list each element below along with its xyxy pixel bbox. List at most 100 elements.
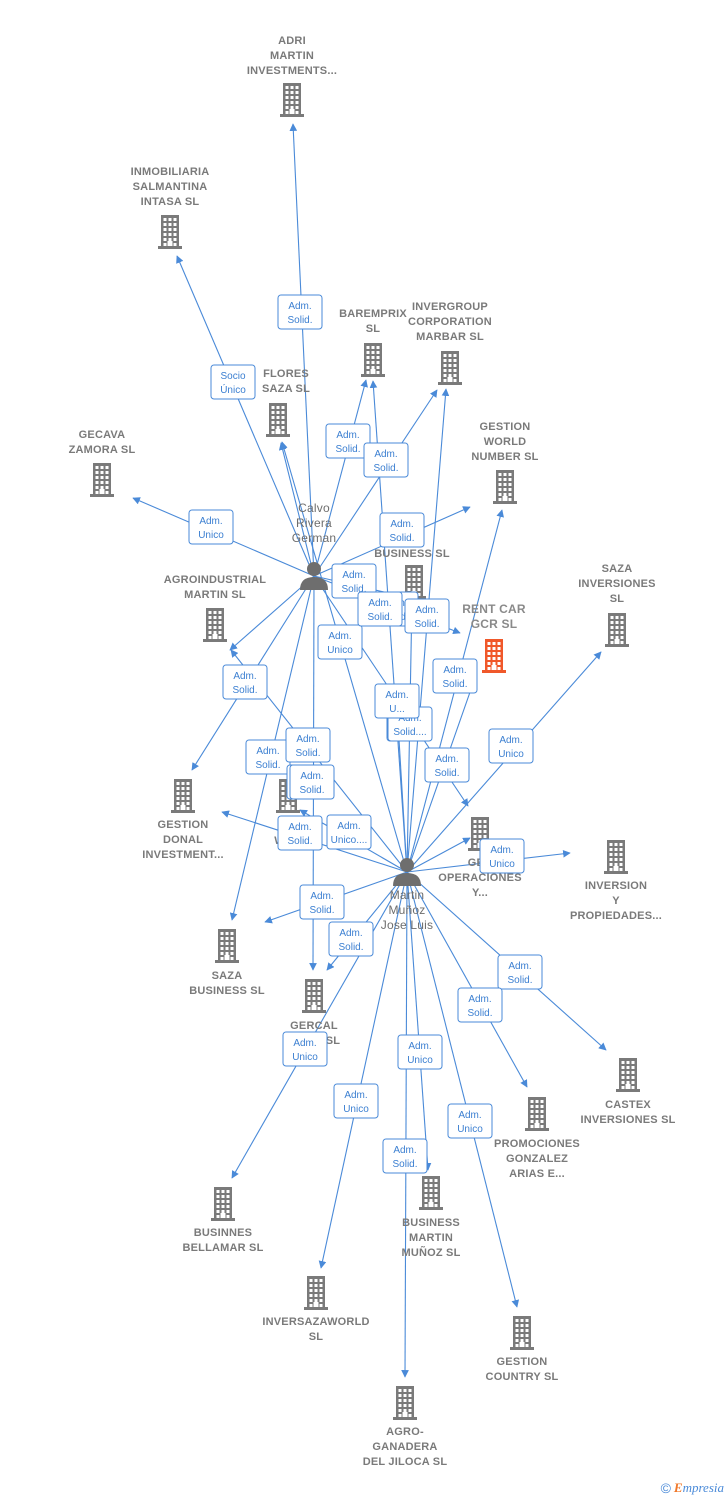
edge-label[interactable]: Adm.Solid. — [379, 512, 425, 548]
edge-label[interactable]: Adm.Solid. — [299, 884, 345, 920]
building-icon — [171, 779, 195, 813]
company-node-saza_business[interactable]: SAZA BUSINESS SL — [189, 929, 265, 997]
edge-label-text: Adm. — [336, 430, 359, 441]
edge-label-text: Adm. — [256, 746, 279, 757]
company-node-business_hidden[interactable]: BUSINESS SL — [374, 548, 450, 599]
edge-label[interactable]: Adm.Solid. — [357, 591, 403, 627]
edge-label[interactable]: Adm.Solid. — [331, 563, 377, 599]
edge-label-text: Solid. — [335, 444, 360, 455]
edge-label[interactable]: Adm.Unico — [317, 624, 363, 660]
edge-label-text: Solid. — [295, 748, 320, 759]
company-node-adri[interactable]: ADRIMARTININVESTMENTS... — [247, 35, 337, 117]
company-name: BUSINESS SL — [189, 985, 265, 997]
edge-label-text: Solid. — [232, 685, 257, 696]
edge-line — [406, 837, 471, 873]
edge-label-text: Adm. — [468, 994, 491, 1005]
edge-label[interactable]: Adm.Unico — [188, 509, 234, 545]
edge-label[interactable]: Adm. Solid. — [245, 739, 291, 775]
edge-martin-ged_operaciones — [406, 837, 471, 873]
company-name: INVERSION — [585, 880, 647, 892]
company-name: PROMOCIONES — [494, 1138, 580, 1150]
edge-line — [278, 442, 315, 577]
edge-label[interactable]: Adm.Solid. — [424, 747, 470, 783]
footer-brand[interactable]: © Empresia — [661, 1480, 724, 1496]
edge-label[interactable]: Adm.Unico — [397, 1034, 443, 1070]
edge-label[interactable]: Adm.Solid. — [382, 1138, 428, 1174]
edge-label[interactable]: Adm.Solid. — [222, 664, 268, 700]
person-name: Rivera — [296, 516, 332, 530]
edge-label[interactable]: Adm.Unico.... — [326, 814, 372, 850]
edge-line — [406, 871, 432, 1171]
edge-label-box — [277, 815, 323, 851]
edge-label-box — [188, 509, 234, 545]
edge-label[interactable]: Adm.Unico — [333, 1083, 379, 1119]
company-node-gestion_donal[interactable]: GESTIONDONALINVESTMENT... — [142, 779, 224, 861]
edge-label[interactable]: Adm.Unico — [479, 838, 525, 874]
edge-label[interactable]: Adm.Solid. — [497, 954, 543, 990]
edge-label[interactable]: Adm.Solid. — [289, 764, 335, 800]
company-name: SAZA — [212, 970, 243, 982]
edge-calvo-invergroup — [313, 389, 438, 577]
edge-label-text: Unico — [198, 530, 224, 541]
company-name: INMOBILIARIA — [131, 166, 210, 178]
building-icon — [510, 1316, 534, 1350]
edge-label[interactable]: Adm.Solid. — [363, 442, 409, 478]
edge-label-text: Solid. — [255, 760, 280, 771]
building-icon — [158, 215, 182, 249]
edge-label-text: Adm. — [458, 1110, 481, 1121]
company-node-inversion_prop[interactable]: INVERSIONYPROPIEDADES... — [570, 840, 662, 922]
company-name: GESTION — [480, 421, 531, 433]
company-name: BUSINNES — [194, 1227, 252, 1239]
person-name: Muñoz — [388, 903, 425, 917]
edge-label[interactable]: Adm.Solid. — [432, 658, 478, 694]
edge-label-box — [210, 364, 256, 400]
company-name: INVESTMENTS... — [247, 65, 337, 77]
edge-label[interactable]: Adm.U... — [374, 683, 420, 719]
edge-label[interactable]: Adm.Solid. — [285, 727, 331, 763]
edge-label-text: Unico — [292, 1052, 318, 1063]
building-icon — [438, 351, 462, 385]
edge-label[interactable]: Adm.Solid. — [404, 598, 450, 634]
edge-label-text: Unico — [343, 1104, 369, 1115]
company-name: NUMBER SL — [471, 451, 538, 463]
edge-label-box — [289, 764, 335, 800]
edge-line — [401, 871, 409, 1378]
edge-label[interactable]: Adm.Unico — [282, 1031, 328, 1067]
company-name: MUÑOZ SL — [401, 1246, 460, 1259]
company-name: Y... — [472, 887, 488, 899]
edge-label-text: Adm. — [415, 605, 438, 616]
edge-label[interactable]: Adm.Unico — [488, 728, 534, 764]
building-icon — [90, 463, 114, 497]
company-name: SL — [366, 323, 381, 335]
edge-label[interactable]: Adm.Solid. — [328, 921, 374, 957]
edge-label[interactable]: Adm.Solid. — [277, 294, 323, 330]
edge-label[interactable]: Adm.Solid. — [277, 815, 323, 851]
edge-label[interactable]: Adm.Unico — [447, 1103, 493, 1139]
edge-calvo-inmobiliaria — [176, 255, 315, 577]
edge-label[interactable]: Adm.Solid. — [457, 987, 503, 1023]
building-icon — [302, 979, 326, 1013]
edge-label[interactable]: Adm. Solid. — [325, 423, 371, 459]
edge-label-text: Solid. — [442, 679, 467, 690]
company-name: GERCAL — [290, 1020, 338, 1032]
